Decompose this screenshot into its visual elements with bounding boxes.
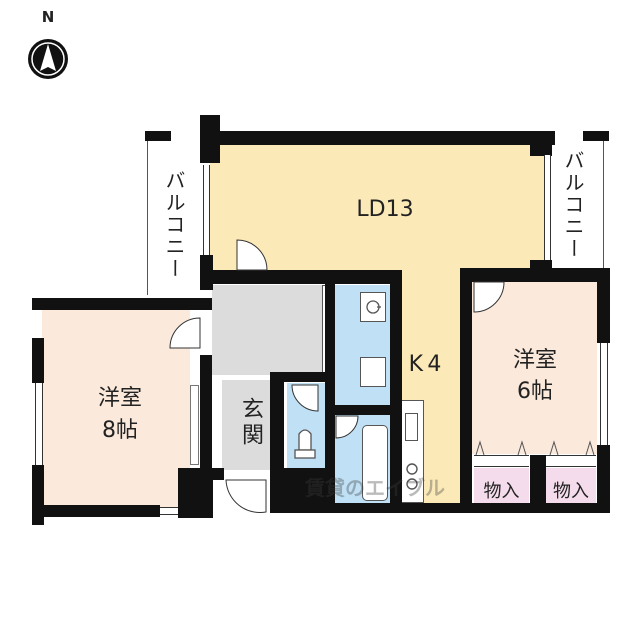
washbasin (360, 292, 386, 322)
wall (145, 131, 171, 141)
closet-2-door (546, 455, 596, 467)
wall (325, 283, 335, 508)
room-bedroom-west-line1: 洋室 (97, 386, 142, 411)
room-hall (212, 285, 322, 375)
wall (597, 268, 610, 343)
window-east-bedroom (600, 343, 608, 445)
door-ld-icon (236, 239, 268, 271)
balcony-east (548, 140, 604, 268)
wall (270, 372, 335, 382)
closet-1-label: 物入 (483, 481, 520, 502)
closet-2 (546, 468, 596, 504)
wall (32, 298, 212, 310)
washing-machine-space (360, 357, 386, 387)
window-west-ld (203, 165, 210, 255)
wall (32, 338, 44, 383)
room-bedroom-west (42, 310, 190, 508)
room-bedroom-east (472, 282, 597, 454)
bathtub (362, 425, 388, 501)
closet-west-door (190, 385, 199, 465)
room-ld (210, 140, 545, 273)
toilet-icon (294, 429, 316, 459)
wall (270, 468, 330, 508)
closet-door-marks-icon (475, 440, 595, 456)
closet-1-door (474, 455, 529, 467)
wall (200, 355, 212, 515)
wall (32, 505, 160, 517)
wall (200, 270, 400, 284)
window-east-ld (544, 155, 551, 260)
closet-1 (474, 468, 529, 504)
washbasin-bowl-icon (366, 300, 381, 314)
door-bedroom-west-icon (169, 317, 201, 349)
door-entrance-icon (225, 479, 267, 514)
wall (335, 405, 395, 415)
kitchen-sink (405, 413, 418, 441)
wall (390, 270, 402, 505)
room-ld-label: LD13 (356, 197, 414, 222)
wall (583, 131, 609, 141)
door-bath-icon (335, 415, 359, 439)
room-bedroom-west-line2: 8帖 (102, 418, 138, 443)
room-bedroom-east-line1: 洋室 (512, 348, 557, 373)
closet-2-label: 物入 (553, 481, 589, 502)
wall (530, 455, 546, 505)
balcony-west (147, 140, 204, 295)
wall (530, 131, 552, 156)
wall (212, 468, 224, 480)
wall (460, 268, 472, 508)
north-arrow-icon (28, 39, 68, 79)
wall (530, 260, 552, 282)
wall (210, 131, 555, 145)
watermark: 賃貸のエイブル (305, 476, 445, 500)
compass-north-label: N (41, 8, 55, 26)
room-kitchen-label: K 4 (408, 352, 442, 377)
door-toilet-icon (291, 384, 319, 412)
room-entrance (222, 380, 274, 470)
window-south-bedroom (160, 507, 178, 515)
room-entrance-label: 玄関 (238, 397, 263, 449)
balcony-east-label: バルコニー (561, 150, 585, 260)
balcony-west-label: バルコニー (162, 170, 186, 280)
room-bedroom-east-line2: 6帖 (517, 379, 553, 404)
window-west-bedroom (35, 383, 43, 465)
door-bedroom-east-icon (473, 281, 505, 313)
wall (597, 445, 610, 513)
wall (270, 503, 610, 513)
stove-burners-icon (406, 463, 418, 490)
